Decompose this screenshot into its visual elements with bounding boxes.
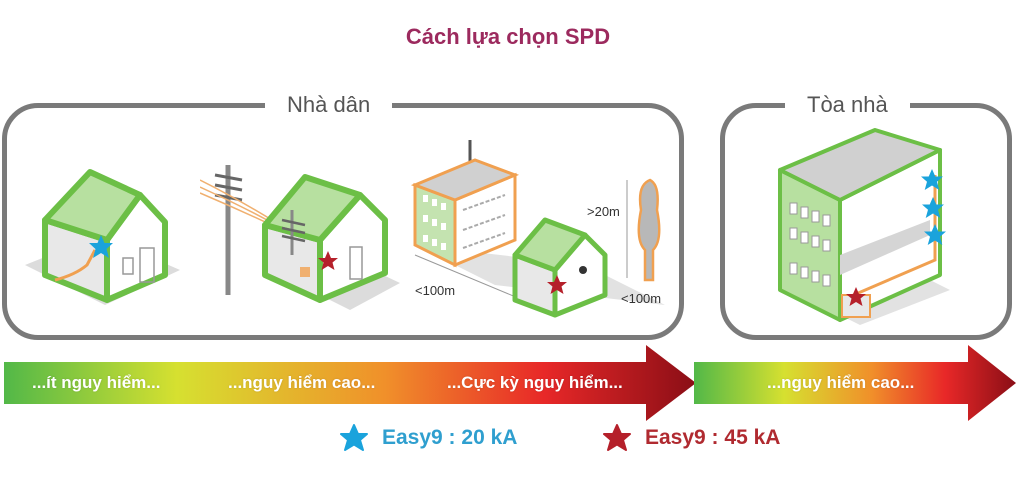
house-low-risk-illustration (25, 169, 180, 305)
risk-label-extreme: ...Cực kỳ nguy hiểm... (447, 373, 623, 392)
star-blue-icon (89, 235, 113, 258)
group-label-residential: Nhà dân (265, 90, 393, 120)
legend-label-20ka: Easy9 : 20 kA (382, 426, 518, 449)
star-blue-icon (924, 224, 946, 245)
star-red-icon (846, 287, 866, 306)
apartment-building-illustration (778, 128, 950, 325)
risk-arrow-building (694, 345, 1016, 421)
group-building: Tòa nhà (720, 90, 1012, 340)
house-near-tall-structures-illustration (410, 140, 665, 318)
height-label: >20m (587, 204, 620, 219)
legend-item-20ka: Easy9 : 20 kA (340, 424, 517, 452)
star-red-icon (318, 251, 338, 270)
star-blue-icon (340, 424, 368, 451)
legend-item-45ka: Easy9 : 45 kA (603, 424, 780, 452)
house-overhead-line-illustration (200, 165, 400, 310)
group-label-building: Tòa nhà (785, 90, 910, 120)
risk-label-building-high: ...nguy hiểm cao... (767, 373, 915, 392)
legend-label-45ka: Easy9 : 45 kA (645, 426, 781, 449)
distance-label-right: <100m (621, 291, 662, 306)
star-red-icon (547, 275, 567, 294)
distance-label-left: <100m (415, 283, 456, 298)
star-red-icon (603, 424, 631, 451)
star-blue-icon (922, 197, 944, 218)
risk-label-low: ...ít nguy hiểm... (32, 373, 161, 392)
diagram-title: Cách lựa chọn SPD (405, 24, 611, 49)
group-residential: Nhà dân (2, 90, 684, 340)
risk-arrow-residential (4, 345, 696, 421)
star-blue-icon (921, 169, 943, 190)
risk-label-high: ...nguy hiểm cao... (228, 373, 376, 392)
